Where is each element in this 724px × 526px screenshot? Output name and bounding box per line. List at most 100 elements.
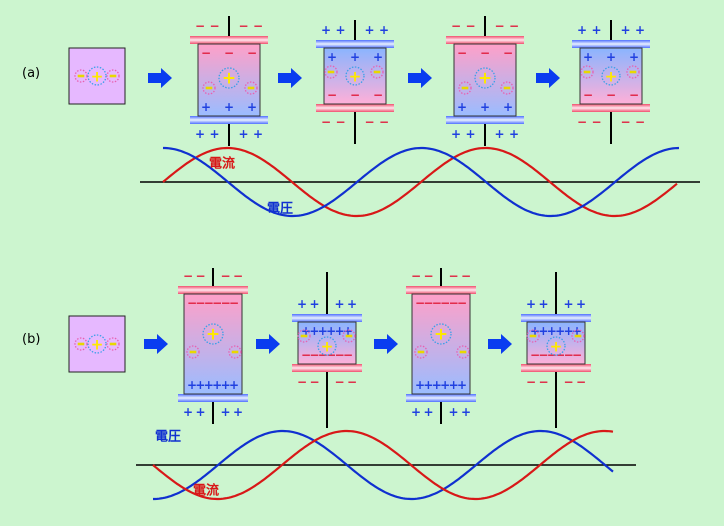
plate-minus-sign: − [448, 269, 458, 283]
induced-charge-bottom: − [335, 348, 345, 362]
plate-plus-sign: + [297, 297, 307, 311]
plate-plus-sign: + [233, 405, 243, 419]
flow-arrow-3 [408, 68, 432, 88]
negative-ion [458, 81, 472, 95]
current-label-b: 電流 [193, 483, 219, 499]
induced-charge-bottom: + [229, 378, 239, 392]
induced-charge-top: − [503, 46, 513, 60]
ion-minus-sign [583, 70, 591, 74]
cell-box [579, 47, 643, 105]
plate-minus-sign: − [461, 269, 471, 283]
positive-ion: + [546, 336, 566, 356]
induced-charge-bottom: + [415, 378, 425, 392]
induced-charge-top: − [201, 46, 211, 60]
induced-charge-bottom: − [343, 348, 353, 362]
plate-plus-sign: + [577, 23, 587, 37]
positive-plate [521, 314, 591, 322]
negative-ion [500, 81, 514, 95]
plate-minus-sign: − [509, 19, 519, 33]
induced-charge-bottom: + [480, 100, 490, 114]
ion-minus-sign [574, 334, 582, 338]
plate-minus-sign: − [538, 375, 548, 389]
ion-outline [218, 67, 240, 89]
capacitor-stage: −−−−++++−+−+−++ [190, 16, 268, 146]
panel-a-label: (a) [22, 66, 41, 81]
flow-arrow-5 [144, 334, 168, 354]
negative-ion [370, 65, 384, 79]
plate-plus-sign: + [209, 127, 219, 141]
negative-ion [580, 65, 594, 79]
negative-ion [456, 345, 470, 359]
induced-charge-bottom: − [350, 88, 360, 102]
ion-minus-sign [109, 74, 117, 78]
ion-minus-sign [459, 350, 467, 354]
induced-charge-top: − [415, 296, 425, 310]
plate-minus-sign: − [526, 375, 536, 389]
ion-plus-sign: + [349, 68, 362, 86]
voltage-label-a: 電圧 [267, 202, 293, 217]
ion-outline [500, 81, 514, 95]
induced-charge-bottom: + [423, 378, 433, 392]
ion-outline [345, 66, 365, 86]
ion-plus-sign: + [434, 325, 448, 345]
induced-charge-bottom: − [583, 88, 593, 102]
ion-plus-sign: + [91, 68, 104, 86]
induced-charge-top: − [224, 46, 234, 60]
flow-arrow-6 [256, 334, 280, 354]
ion-minus-sign [205, 86, 213, 90]
induced-charge-bottom: − [629, 88, 639, 102]
plate-minus-sign: − [563, 375, 573, 389]
induced-charge-top: + [629, 50, 639, 64]
positive-plate [178, 394, 248, 402]
induced-charge-top: + [530, 324, 540, 338]
plate-plus-sign: + [576, 297, 586, 311]
positive-ion: + [345, 66, 365, 86]
plate-minus-sign: − [620, 115, 630, 129]
capacitor-stage: −−−−++++−+−+−++ [446, 16, 524, 146]
ion-minus-sign [373, 70, 381, 74]
voltage-wave-a [163, 146, 680, 218]
induced-charge-top: − [423, 296, 433, 310]
plate-minus-sign: − [334, 375, 344, 389]
induced-charge-top: − [212, 296, 222, 310]
induced-charge-bottom: − [606, 88, 616, 102]
plate-minus-sign: − [297, 375, 307, 389]
current-wave-a [162, 146, 678, 218]
induced-charge-bottom: + [503, 100, 513, 114]
plate-minus-sign: − [591, 115, 601, 129]
induced-charge-top: − [221, 296, 231, 310]
plate-plus-sign: + [563, 297, 573, 311]
capacitor-stage: ++++−−−−+−+−+−+−+−+−+ [521, 272, 591, 428]
plate-plus-sign: + [423, 405, 433, 419]
ion-minus-sign [300, 334, 308, 338]
negative-ion [324, 65, 338, 79]
induced-charge-top: + [583, 50, 593, 64]
ion-outline [458, 81, 472, 95]
induced-charge-top: + [350, 50, 360, 64]
induced-charge-top: + [343, 324, 353, 338]
plate-plus-sign: + [220, 405, 230, 419]
plate-minus-sign: − [220, 269, 230, 283]
positive-ion: + [430, 323, 452, 345]
ion-outline [342, 329, 356, 343]
negative-plate [406, 286, 476, 294]
induced-charge-top: − [247, 46, 257, 60]
plate-plus-sign: + [379, 23, 389, 37]
panel-b-label: (b) [22, 332, 41, 347]
capacitor-stage: −−−−++++−+−+−+−+−+−++ [178, 268, 248, 424]
plate-plus-sign: + [334, 297, 344, 311]
ion-plus-sign: + [222, 69, 236, 89]
induced-charge-bottom: + [449, 378, 459, 392]
ion-minus-sign [327, 70, 335, 74]
induced-charge-bottom: − [547, 348, 557, 362]
plate-minus-sign: − [321, 115, 331, 129]
ion-outline [546, 336, 566, 356]
induced-charge-bottom: + [440, 378, 450, 392]
plate-minus-sign: − [347, 375, 357, 389]
induced-charge-top: + [335, 324, 345, 338]
ion-minus-sign [461, 86, 469, 90]
induced-charge-top: − [440, 296, 450, 310]
ion-outline [456, 345, 470, 359]
